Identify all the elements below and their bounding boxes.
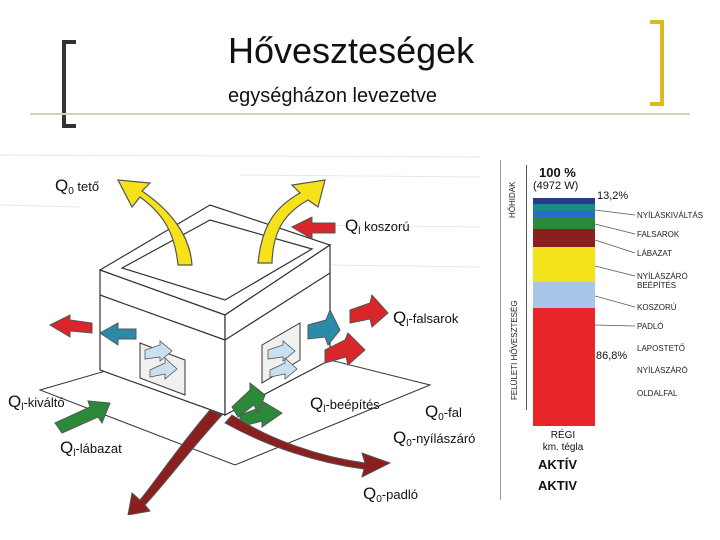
legend-falsarok: FALSAROK (637, 230, 680, 239)
window-arrows (144, 340, 298, 380)
floor-arrows (127, 409, 392, 515)
bar-total-watts: (4972 W) (533, 180, 579, 192)
legend-nyilaszaro-beepites: NYÍLÁSZÁRÓ BEÉPÍTÉS (637, 272, 688, 290)
green-arrows (54, 381, 283, 434)
side-label-feluleti: FELÜLETI HŐVESZTESÉG (510, 300, 519, 400)
stacked-bar (533, 198, 595, 426)
bar-bottom-regi: RÉGI (550, 430, 576, 441)
segment-teal (533, 204, 595, 211)
bar-upper-percent: 13,2% (597, 190, 629, 202)
legend-nyilaskivaltas: NYÍLÁSKIVÁLTÁS (637, 211, 704, 220)
label-q0-nyilaszaro: Q0-nyílászáró (393, 428, 476, 449)
house-diagram (0, 154, 481, 515)
bar-total-percent: 100 % (539, 165, 576, 180)
bar-lower-percent: 86,8% (596, 350, 628, 362)
bar-aktiv-2: AKTIV (538, 478, 577, 493)
legend-lapostetos: LAPOSTETŐ (637, 344, 686, 353)
label-q0-teto: Q0 tető (55, 176, 100, 197)
segment-navy (533, 198, 595, 204)
page-title: Hőveszteségek (228, 30, 475, 71)
label-ql-kivalto: Ql-kiváltó (8, 392, 65, 413)
bar-bottom-tegla: km. tégla (542, 442, 584, 453)
bar-aktiv-1: AKTÍV (538, 457, 577, 472)
right-bracket (650, 20, 664, 106)
roof-arrows (116, 179, 326, 266)
left-bracket (62, 40, 76, 128)
label-q0-fal: Q0-fal (425, 402, 462, 423)
legend-leaders (595, 209, 636, 327)
segment-green (533, 217, 595, 229)
side-label-hohidak: HŐHIDAK (508, 181, 517, 218)
label-ql-falsarok: Ql-falsarok (393, 308, 459, 329)
segment-darkred (533, 229, 595, 247)
segment-yellow (533, 247, 595, 282)
legend-labazat: LÁBAZAT (637, 249, 672, 258)
teal-arrows (99, 308, 341, 346)
label-ql-koszoru: Ql koszorú (345, 216, 410, 237)
segment-lightblue (533, 282, 595, 308)
header-divider (30, 113, 690, 115)
segment-blue (533, 211, 595, 217)
legend-oldalfal: OLDALFAL (637, 389, 678, 398)
label-ql-beepites: Ql-beépítés (310, 394, 380, 415)
legend-padlo: PADLÓ (637, 322, 664, 331)
label-ql-labazat: Ql-lábazat (60, 438, 122, 459)
legend-nyilaszaro: NYÍLÁSZÁRÓ (637, 366, 688, 375)
side-bracket (526, 165, 533, 410)
segment-red (533, 308, 595, 426)
label-q0-padlo: Q0-padló (363, 484, 418, 505)
legend-koszoru: KOSZORÚ (637, 303, 677, 312)
bar-panel-border (500, 160, 501, 500)
red-arrows (48, 216, 389, 366)
page-subtitle: egységházon levezetve (228, 85, 438, 107)
